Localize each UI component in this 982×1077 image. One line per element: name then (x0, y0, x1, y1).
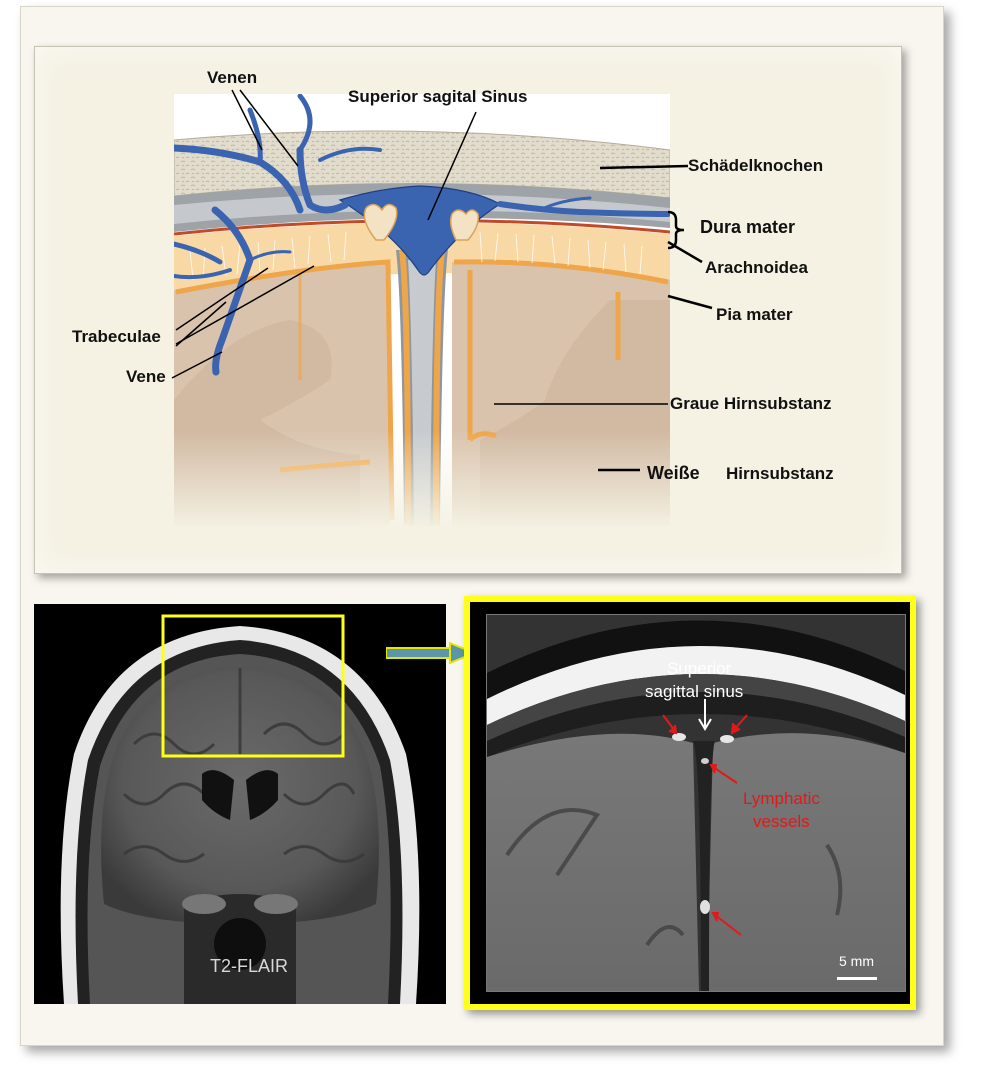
mri-zoom-image: Superior sagittal sinus Lymphatic vessel… (486, 614, 906, 992)
mri-coronal-image: T2-FLAIR (34, 604, 446, 1004)
label-lymphatic-line1: Lymphatic (743, 789, 820, 808)
label-schaedelknochen: Schädelknochen (688, 156, 824, 175)
label-superior-sagittal-sinus-line2: sagittal sinus (645, 682, 744, 701)
mri-caption-t2-flair: T2-FLAIR (210, 956, 289, 976)
mri-zoom-drawing (487, 615, 905, 991)
zoom-arrow (386, 642, 476, 664)
label-venen: Venen (207, 68, 258, 87)
scale-bar-label: 5 mm (839, 953, 874, 969)
label-superior-sagittal-sinus-line1: Superior (667, 659, 732, 678)
label-vene: Vene (126, 367, 166, 386)
mri-coronal-drawing (60, 614, 420, 1004)
label-hirnsubstanz: Hirnsubstanz (726, 464, 834, 483)
label-pia-mater: Pia mater (716, 305, 793, 324)
label-graue-hirnsubstanz: Graue Hirnsubstanz (670, 394, 832, 413)
label-lymphatic-line2: vessels (753, 812, 810, 831)
label-superior-sinus: Superior sagital Sinus (348, 87, 528, 106)
label-dura-mater: Dura mater (700, 217, 796, 237)
label-weisse: Weiße (647, 463, 700, 483)
dura-bracket (667, 210, 685, 250)
label-arachnoidea: Arachnoidea (705, 258, 808, 277)
label-trabeculae: Trabeculae (72, 327, 161, 346)
